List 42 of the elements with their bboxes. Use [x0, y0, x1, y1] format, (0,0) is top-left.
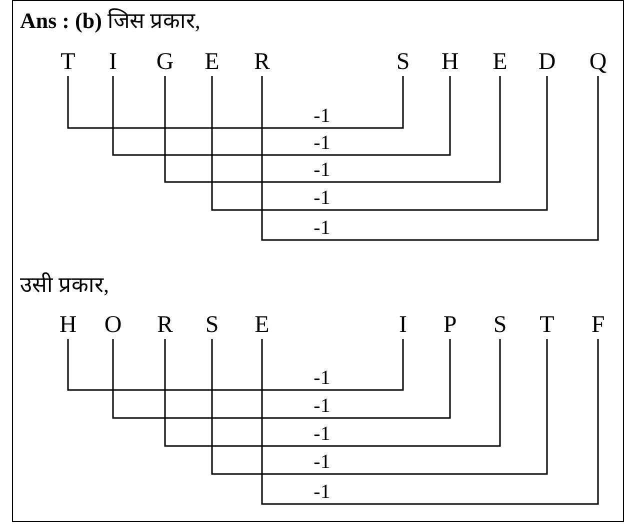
- connector-line: [164, 76, 501, 183]
- letter: R: [152, 311, 178, 339]
- edge-label: -1: [312, 188, 332, 208]
- letter: P: [437, 311, 463, 339]
- edge-label: -1: [312, 424, 332, 444]
- letter: O: [100, 311, 126, 339]
- letter: T: [55, 48, 81, 76]
- edge-label: -1: [312, 368, 332, 388]
- edge-label: -1: [312, 396, 332, 416]
- connector-line: [67, 339, 404, 391]
- connector-line: [211, 76, 548, 211]
- edge-label: -1: [312, 452, 332, 472]
- edge-label: -1: [312, 482, 332, 502]
- letter: I: [390, 311, 416, 339]
- letter: H: [437, 48, 463, 76]
- connector-line: [211, 339, 548, 475]
- letter: H: [55, 311, 81, 339]
- letter: I: [100, 48, 126, 76]
- letter: Q: [585, 48, 611, 76]
- letter: G: [152, 48, 178, 76]
- connector-line: [164, 339, 501, 447]
- letter: S: [390, 48, 416, 76]
- letter: D: [534, 48, 560, 76]
- letter: E: [199, 48, 225, 76]
- letter: E: [249, 311, 275, 339]
- edge-label: -1: [312, 218, 332, 238]
- letter: T: [534, 311, 560, 339]
- connector-line: [261, 339, 599, 505]
- connector-line: [112, 339, 451, 419]
- edge-label: -1: [312, 106, 332, 126]
- edge-label: -1: [312, 133, 332, 153]
- edge-label: -1: [312, 160, 332, 180]
- heading-text: उसी प्रकार,: [20, 271, 109, 298]
- connector-line: [112, 76, 451, 156]
- letter: S: [487, 311, 513, 339]
- letter: F: [585, 311, 611, 339]
- letter: S: [199, 311, 225, 339]
- letter: R: [249, 48, 275, 76]
- connector-line: [261, 76, 599, 241]
- heading-text: Ans : (b) जिस प्रकार,: [20, 7, 200, 34]
- connector-line: [67, 76, 404, 129]
- letter: E: [487, 48, 513, 76]
